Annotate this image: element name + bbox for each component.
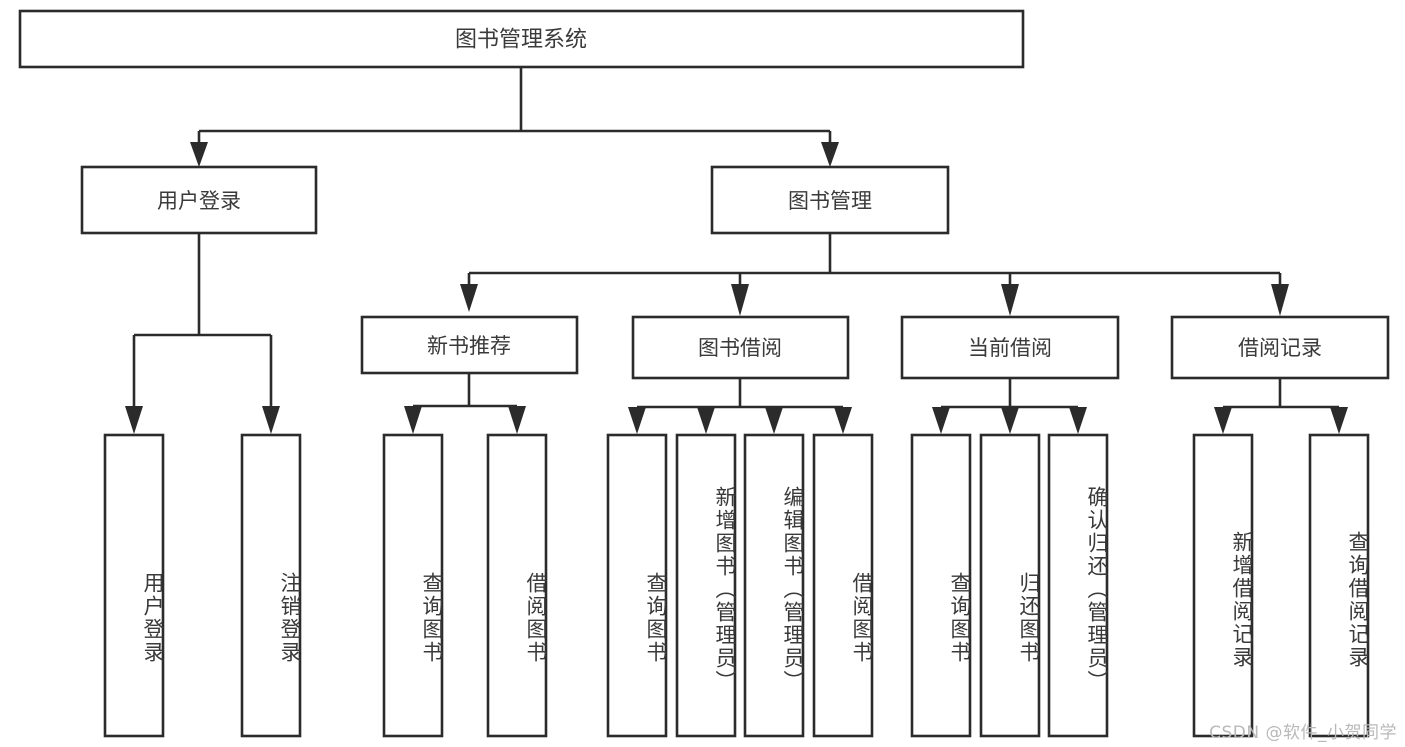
leaf-box-borrow-book-2[interactable]: [812, 433, 874, 738]
arrow-to-book-borrow: [731, 284, 749, 316]
edges-layer: [125, 67, 1348, 434]
node-user-login[interactable]: 用户登录: [80, 165, 318, 235]
node-book-management-label: 图书管理: [788, 189, 872, 213]
node-borrow-record[interactable]: 借阅记录: [1170, 315, 1390, 380]
leaf-box-query-book-3[interactable]: [910, 433, 972, 738]
arrow-to-leaf-confirm-return: [1069, 407, 1087, 434]
arrow-to-current-borrow: [1001, 284, 1019, 316]
nodes-layer: 图书管理系统 用户登录 图书管理 新书推荐 图书借阅 当前: [18, 9, 1390, 738]
arrow-to-leaf-query-book-1: [404, 406, 422, 434]
leaf-box-query-book-1[interactable]: [382, 433, 444, 738]
csdn-watermark: CSDN @软件_小贺同学: [1209, 723, 1397, 743]
leaf-box-query-book-2[interactable]: [606, 433, 668, 738]
node-book-borrow[interactable]: 图书借阅: [631, 315, 850, 380]
arrow-to-leaf-return-book: [1001, 407, 1019, 434]
leaf-box-logout[interactable]: [240, 433, 302, 738]
leaf-box-query-record[interactable]: [1308, 433, 1370, 738]
node-root-label: 图书管理系统: [455, 28, 587, 53]
node-borrow-record-label: 借阅记录: [1238, 336, 1322, 360]
node-root[interactable]: 图书管理系统: [18, 9, 1025, 69]
arrow-to-leaf-borrow-book-2: [834, 407, 852, 434]
node-current-borrow-label: 当前借阅: [968, 336, 1052, 360]
leaf-box-add-record[interactable]: [1192, 433, 1254, 738]
leaf-box-return-book[interactable]: [979, 433, 1041, 738]
leaf-box-confirm-return[interactable]: [1047, 433, 1109, 738]
node-book-management[interactable]: 图书管理: [710, 165, 950, 235]
arrow-to-leaf-add-book: [697, 407, 715, 434]
leaf-box-borrow-book-1[interactable]: [486, 433, 548, 738]
arrow-to-book-mgmt: [821, 142, 839, 167]
arrow-to-leaf-query-book-3: [932, 407, 950, 434]
arrow-to-new-book: [460, 284, 478, 312]
arrow-to-borrow-record: [1271, 284, 1289, 316]
leaf-box-edit-book[interactable]: [743, 433, 805, 738]
leaf-box-user-login[interactable]: [103, 433, 165, 738]
arrow-to-leaf-borrow-book-1: [508, 406, 526, 434]
arrow-to-leaf-query-record: [1330, 407, 1348, 434]
arrow-to-leaf-add-record: [1214, 407, 1232, 434]
arrow-to-leaf-edit-book: [765, 407, 783, 434]
node-current-borrow[interactable]: 当前借阅: [900, 315, 1120, 380]
node-user-login-label: 用户登录: [157, 189, 241, 213]
arrow-to-user-login: [190, 142, 208, 167]
arrow-to-leaf-query-book-2: [628, 407, 646, 434]
node-new-book-recommend-label: 新书推荐: [427, 334, 511, 358]
arrow-to-leaf-logout: [262, 406, 280, 434]
node-new-book-recommend[interactable]: 新书推荐: [360, 315, 579, 375]
node-book-borrow-label: 图书借阅: [698, 336, 782, 360]
leaf-box-add-book[interactable]: [675, 433, 737, 738]
arrow-to-leaf-user-login: [125, 406, 143, 434]
